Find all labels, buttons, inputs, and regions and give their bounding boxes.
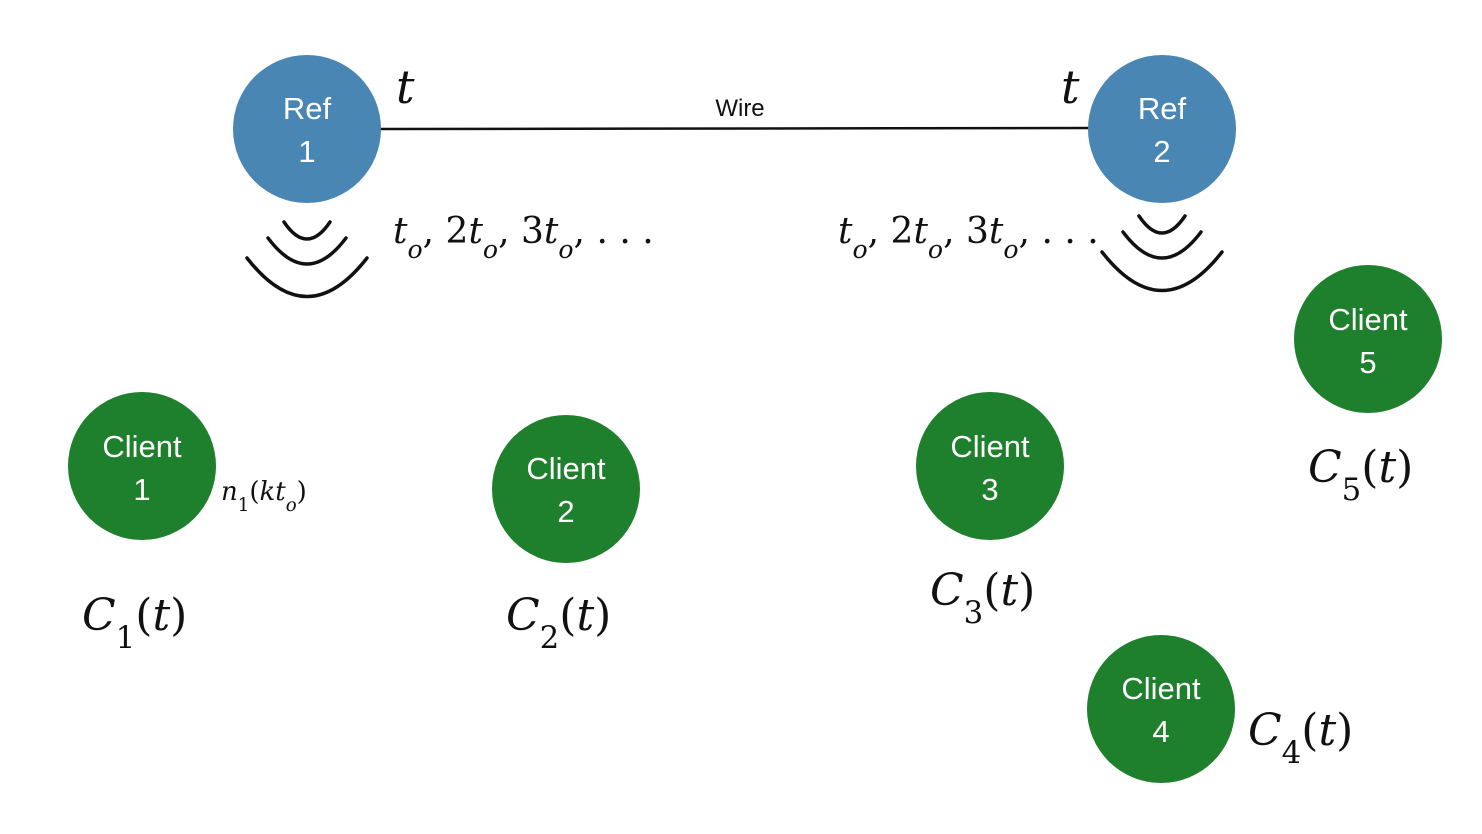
client-node-4-circle xyxy=(1087,635,1235,783)
reference-node-2: Ref 2 xyxy=(1088,55,1236,203)
reference-node-1-number: 1 xyxy=(298,134,315,169)
client-node-2-circle xyxy=(492,415,640,563)
ref2-broadcast-times: to, 2to, 3to, . . . xyxy=(838,211,1099,264)
client-node-3-name: Client xyxy=(950,429,1030,464)
client-node-2-name: Client xyxy=(526,451,606,486)
client-node-1: Client 1 xyxy=(68,392,216,540)
client-node-5-name: Client xyxy=(1328,302,1408,337)
client-node-1-number: 1 xyxy=(133,472,150,507)
client-node-3-circle xyxy=(916,392,1064,540)
reference-node-1-name: Ref xyxy=(283,91,332,126)
client-node-4-name: Client xyxy=(1121,671,1201,706)
client4-clock-label: C4(t) xyxy=(1248,705,1353,771)
client1-noise-label: n1(kto) xyxy=(221,477,307,516)
client5-clock-label: C5(t) xyxy=(1308,442,1413,508)
wire-label: Wire xyxy=(715,95,764,122)
wire-line xyxy=(375,126,1091,131)
reference-node-2-name: Ref xyxy=(1138,91,1187,126)
reference-node-1-circle xyxy=(233,55,381,203)
reference-node-2-circle xyxy=(1088,55,1236,203)
ref1-broadcast-times: to, 2to, 3to, . . . xyxy=(393,211,654,264)
client-node-5-number: 5 xyxy=(1359,345,1376,380)
client-node-1-name: Client xyxy=(102,429,182,464)
client-node-1-circle xyxy=(68,392,216,540)
client-node-5: Client 5 xyxy=(1294,265,1442,413)
ref1-time-label: t xyxy=(396,60,415,114)
client3-clock-label: C3(t) xyxy=(930,565,1035,631)
client-node-3: Client 3 xyxy=(916,392,1064,540)
client-node-2: Client 2 xyxy=(492,415,640,563)
client-node-3-number: 3 xyxy=(981,472,998,507)
client-node-5-circle xyxy=(1294,265,1442,413)
broadcast-waves-icon xyxy=(1100,214,1224,293)
reference-node-2-number: 2 xyxy=(1153,134,1170,169)
ref2-time-label: t xyxy=(1061,60,1080,114)
broadcast-waves-icon xyxy=(245,220,369,299)
client2-clock-label: C2(t) xyxy=(506,590,611,656)
client-node-2-number: 2 xyxy=(557,494,574,529)
reference-node-1: Ref 1 xyxy=(233,55,381,203)
client-node-4: Client 4 xyxy=(1087,635,1235,783)
client-node-4-number: 4 xyxy=(1152,714,1169,749)
client1-clock-label: C1(t) xyxy=(82,590,187,656)
